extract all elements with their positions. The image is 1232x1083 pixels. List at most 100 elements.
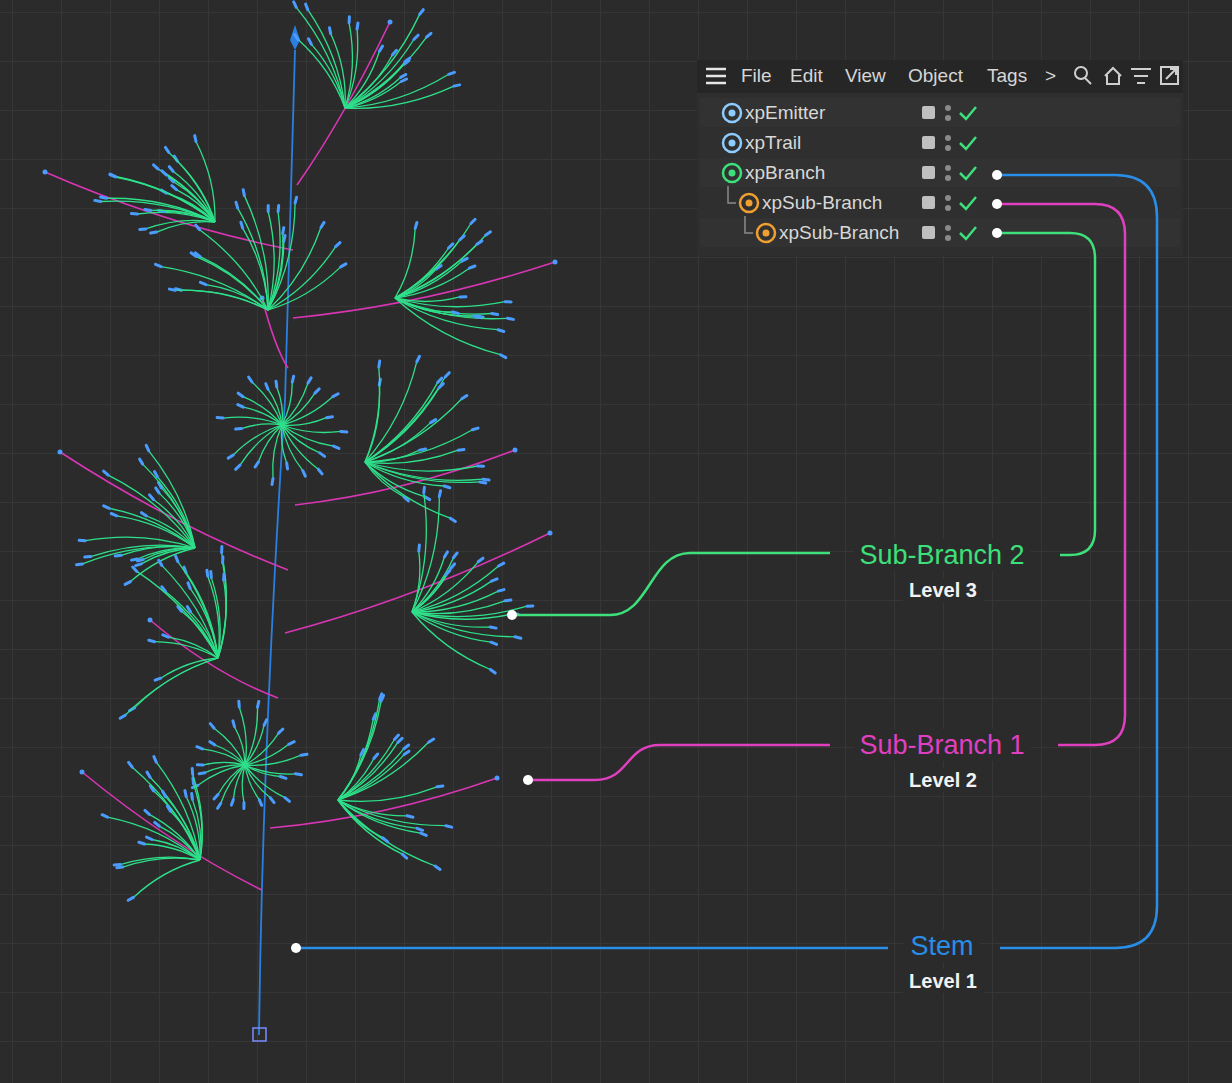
leaf-tip [422,487,426,493]
leaf-tip [104,471,109,475]
sub-branch-2 [245,765,259,800]
sub-branch-1 [45,172,293,250]
sub-branch-2 [149,814,200,860]
leaf-tip [277,206,281,212]
leaf-tip [242,803,245,809]
sub-branch-2 [345,62,405,108]
leaf-tip [417,356,420,361]
leaf-tip [462,396,467,399]
leaf-tip [334,446,340,448]
leaf-tip [336,243,340,247]
leaf-tip [169,289,175,290]
object-icon [740,194,758,212]
leaf-tip [279,729,283,733]
leaf-tip [296,774,302,775]
leaf-tip [217,416,223,420]
sub-branch-2 [395,248,449,298]
leaf-tip [267,206,270,212]
tree-line [745,216,753,233]
enabled-check [960,137,976,149]
sub-branch-2 [108,817,201,860]
object-panel [697,60,1183,256]
leaf-tip [284,236,285,242]
sub-branch-2 [161,267,268,310]
row-status-icons [723,104,976,242]
object-row: xpTrail [719,130,805,156]
leaf-tip [505,300,511,303]
leaf-tip [255,462,258,467]
sub-branch-2 [123,858,200,867]
leaf-tip [404,745,409,749]
visibility-dot [945,195,951,201]
leaf-tip [154,757,156,763]
leaf-tip [315,389,319,393]
leaf-tip [129,762,133,767]
leaf-tip [236,427,242,431]
leaf-tip [195,136,196,142]
branch-tip [148,618,153,623]
sub-branch-2 [338,699,380,800]
leaf-tip [446,570,450,574]
sub-branch-2 [190,612,218,658]
sub-branch-2 [412,497,439,613]
leaf-tip [478,558,483,562]
sub-branch-2 [137,571,218,658]
object-row: xpSub-Branch [753,220,903,246]
leaf-tip [445,373,449,377]
sub-branch-2 [238,208,268,310]
sub-branch-2 [395,297,460,302]
leaf-tip [527,604,533,607]
stem [259,50,295,1035]
object-name: xpSub-Branch [762,192,882,214]
leaf-tip [480,482,486,483]
visibility-dot [945,175,951,181]
leaf-tip [498,590,504,592]
branch-tip [43,170,48,175]
level-label: Level 2 [903,768,983,792]
leaf-tip [295,35,298,40]
leaf-tip [95,200,101,201]
leaf-tip [275,381,279,387]
sub-branch-2 [365,430,472,462]
leaf-tip [491,642,497,644]
leaf-tip [427,33,432,37]
leaf-tip [515,637,521,638]
menu-item: Object [908,65,963,87]
menu-item: > [1045,65,1056,87]
leaf-tip [145,810,149,814]
leaf-tip [295,197,297,203]
sub-branch-2 [155,642,218,658]
leaf-tip [110,175,116,177]
sub-branch-2 [338,800,383,838]
sub-branch-2 [282,425,303,471]
leaf-tip [460,295,466,298]
leaf-tip [156,264,162,266]
sub-branch-1 [270,778,497,828]
leaf-tip [292,376,293,382]
sub-branch-1 [293,262,555,318]
sub-branch-2 [338,701,381,800]
sub-branch-2 [214,728,245,765]
leaf-tip [222,574,225,580]
leaf-tip [156,488,159,493]
sub-branch-2 [282,425,334,446]
sub-branch-2 [156,762,200,860]
leaf-tip [163,635,169,637]
leaf-tip [241,222,243,228]
leaf-tip [462,258,467,261]
leaf-tip [205,570,209,576]
object-name: xpSub-Branch [779,222,899,244]
tree-line [728,186,736,203]
leaf-tip [185,791,186,797]
leaf-tip [200,282,206,284]
leaf-tip [405,58,410,62]
toolbar-icons [1075,67,1178,84]
sub-branch-2 [116,177,215,223]
leaf-tip [429,739,434,742]
sub-branch-2 [239,707,246,765]
sub-branch-2 [130,548,195,582]
sub-branch-2 [143,548,195,560]
sub-branch-2 [345,23,352,108]
leaf-tip [417,828,423,830]
menu-icon [706,69,726,83]
